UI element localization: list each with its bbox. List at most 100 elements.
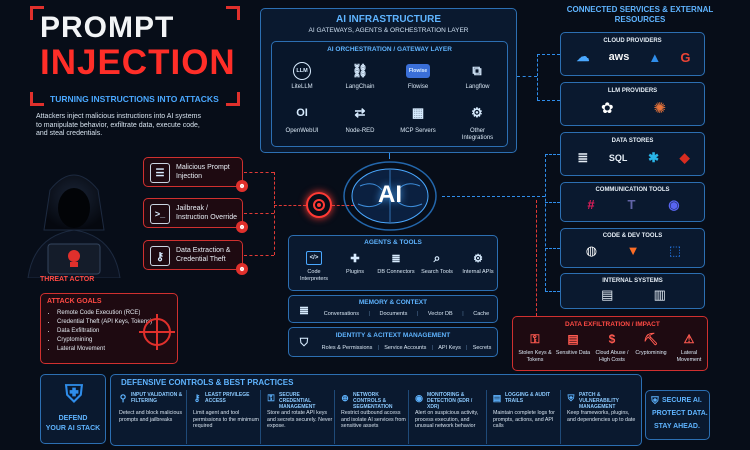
- group-data-stores: DATA STORES ≣ SQL ✱ ◆: [560, 132, 705, 176]
- tool-openwebui[interactable]: OI OpenWebUI: [276, 102, 328, 144]
- title-block: PROMPT INJECTION TURNING INSTRUCTIONS IN…: [30, 4, 240, 108]
- infra-to-core-line: [389, 153, 390, 159]
- group-title: INTERNAL SYSTEMS: [602, 278, 663, 284]
- defend-badge: ⛨ DEFEND YOUR AI STACK: [40, 374, 106, 444]
- exfil-item-stolen-keys: ⚿ Stolen Keys & Tokens: [517, 330, 553, 370]
- group-cloud-providers: CLOUD PROVIDERS ☁ aws ▲ G: [560, 32, 705, 76]
- memory-item: Conversations: [323, 311, 359, 317]
- defensive-title: DEFENSIVE CONTROLS & BEST PRACTICES: [121, 378, 294, 387]
- ai-core: AI: [338, 158, 442, 234]
- memory-items: Conversations | Documents | Vector DB | …: [323, 311, 490, 317]
- group-icons: ◍ ▼ ⬚: [571, 243, 696, 259]
- teams-icon: T: [627, 197, 636, 212]
- key-icon: ⚿: [530, 331, 540, 346]
- attack-goal-item: Data Exfiltration: [57, 327, 152, 336]
- ai-core-label: AI: [378, 181, 402, 208]
- tool-flowise[interactable]: Flowise Flowise: [392, 60, 444, 100]
- tool-langflow[interactable]: ⧉ Langflow: [450, 60, 505, 100]
- tool-litellm[interactable]: LLM LiteLLM: [276, 60, 328, 100]
- openai-icon: ✿: [600, 100, 614, 117]
- identity-item: Roles & Permissions: [321, 345, 373, 351]
- tool-langchain[interactable]: ⛓ LangChain: [334, 60, 386, 100]
- agent-internal-apis[interactable]: ⚙ Internal APIs: [459, 249, 497, 289]
- connected-title: CONNECTED SERVICES & EXTERNAL RESOURCES: [566, 5, 714, 24]
- shield-icon: ⛨: [651, 395, 659, 407]
- gear-icon: ⚙: [471, 105, 483, 120]
- identity-item: Service Accounts: [384, 345, 427, 351]
- openwebui-icon: OI: [296, 107, 308, 119]
- link-code-dev: [545, 248, 560, 249]
- plugin-icon: ✚: [350, 252, 360, 265]
- langflow-icon: ⧉: [472, 63, 482, 78]
- search-icon: ⌕: [433, 250, 441, 265]
- exfil-item-sensitive-data: ▤ Sensitive Data: [555, 330, 591, 370]
- tool-node-red[interactable]: ⇄ Node-RED: [334, 102, 386, 144]
- building-icon: ▥: [653, 287, 666, 302]
- shield-icon: ⛨: [567, 392, 575, 403]
- agent-db-connectors[interactable]: ≣ DB Connectors: [377, 249, 415, 289]
- exfil-title: DATA EXFILTRATION / IMPACT: [565, 321, 660, 328]
- core-to-services-line: [442, 196, 545, 197]
- control-text: Restrict outbound access and isolate AI …: [341, 410, 406, 429]
- group-icons: ☁ aws ▲ G: [567, 49, 700, 65]
- ai-infrastructure-panel: AI INFRASTRUCTURE AI GATEWAYS, AGENTS & …: [260, 8, 517, 153]
- link-data-stores: [545, 154, 560, 155]
- database-icon: ≣: [391, 252, 401, 265]
- memory-item: Cache: [473, 311, 490, 317]
- control-monitoring-detection: ◉ MONITORING & DETECTION (EDR / XDR) Ale…: [411, 390, 487, 444]
- message-icon: ☰: [150, 163, 170, 183]
- tool-mcp-servers[interactable]: ▦ MCP Servers: [392, 102, 444, 144]
- attack-line-2: [244, 213, 274, 214]
- target-icon: [306, 192, 332, 218]
- agent-label: Search Tools: [421, 269, 453, 275]
- filter-icon: ⚲: [119, 392, 127, 403]
- network-icon: ⊕: [341, 392, 349, 403]
- server-rack-icon: ▤: [601, 287, 614, 302]
- tool-label: Other Integrations: [461, 128, 494, 141]
- network-icon: ⚠: [683, 332, 695, 346]
- agent-search-tools[interactable]: ⌕ Search Tools: [418, 249, 456, 289]
- attack-goal-item: Cryptomining: [57, 336, 152, 345]
- defend-line2: YOUR AI STACK: [45, 425, 101, 432]
- tool-other-integrations[interactable]: ⚙ Other Integrations: [450, 102, 505, 144]
- exfil-label: Cloud Abuse / High Costs: [595, 350, 629, 363]
- tool-label: OpenWebUI: [285, 128, 319, 134]
- attack-goal-item: Credential Theft (API Keys, Tokens): [57, 318, 152, 327]
- attack-line-main: [274, 205, 306, 206]
- infra-title: AI INFRASTRUCTURE: [336, 14, 441, 25]
- title-line2: INJECTION: [40, 43, 236, 82]
- aws-icon: aws: [608, 51, 630, 63]
- orchestration-panel: AI ORCHESTRATION / GATEWAY LAYER LLM Lit…: [271, 41, 508, 147]
- agents-title: AGENTS & TOOLS: [364, 239, 422, 246]
- control-network-segmentation: ⊕ NETWORK CONTROLS & SEGMENTATION Restri…: [337, 390, 409, 444]
- memory-item: Documents: [379, 311, 408, 317]
- gcp-icon: G: [680, 49, 691, 65]
- devil-icon: ☻: [236, 221, 248, 233]
- closing-line1: SECURE AI.: [662, 397, 702, 404]
- server-icon: ▦: [411, 105, 425, 120]
- control-text: Limit agent and tool permissions to the …: [193, 410, 259, 429]
- bitbucket-icon: ⬚: [668, 243, 682, 258]
- agent-label: Plugins: [345, 269, 365, 275]
- control-logging-audit: ▤ LOGGING & AUDIT TRAILS Maintain comple…: [489, 390, 561, 444]
- title-line1: PROMPT: [40, 11, 175, 44]
- attack-goals-list: Remote Code Execution (RCE) Credential T…: [57, 309, 152, 354]
- agent-plugins[interactable]: ✚ Plugins: [336, 249, 374, 289]
- attack-goals-panel: ATTACK GOALS Remote Code Execution (RCE)…: [40, 293, 178, 364]
- services-trunk-lower: [545, 154, 546, 291]
- memory-item: Vector DB: [427, 311, 453, 317]
- attack-line-3v: [274, 205, 275, 255]
- memory-context-panel: ≣ MEMORY & CONTEXT Conversations | Docum…: [288, 295, 498, 323]
- litellm-icon: LLM: [293, 62, 311, 80]
- code-icon: </>: [306, 251, 322, 265]
- control-text: Store and rotate API keys and secrets se…: [267, 410, 333, 429]
- control-title: MONITORING & DETECTION (EDR / XDR): [427, 392, 473, 410]
- group-icons: ✿ ✺: [581, 99, 686, 117]
- exfil-label: Cryptomining: [635, 350, 667, 356]
- gitlab-icon: ▼: [626, 243, 640, 258]
- agent-code-interpreters[interactable]: </> Code Interpreters: [295, 249, 333, 289]
- exfil-item-lateral-movement: ⚠ Lateral Movement: [671, 330, 707, 370]
- log-icon: ▤: [492, 392, 502, 403]
- redis-icon: ◆: [679, 150, 690, 165]
- title-corner-tr: [226, 6, 240, 20]
